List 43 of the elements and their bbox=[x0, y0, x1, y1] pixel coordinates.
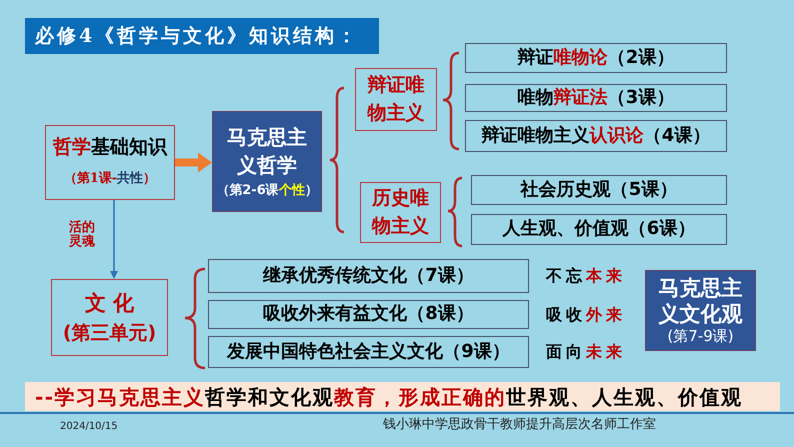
lesson-title: 继承优秀传统文化（7课） bbox=[263, 264, 474, 288]
slogan-text: 吸收外来 bbox=[546, 306, 626, 322]
title-banner: 必修4《哲学与文化》知识结构： bbox=[25, 18, 379, 54]
box-title: 文 化 bbox=[84, 290, 134, 316]
lesson-box bbox=[465, 43, 727, 73]
arrow bbox=[110, 200, 118, 279]
slogan-text: 面向未来 bbox=[546, 344, 626, 360]
lesson-title: 社会历史观（5课） bbox=[520, 178, 678, 202]
box-subtitle: （第2-6课个性） bbox=[216, 182, 318, 200]
heading-box bbox=[645, 270, 756, 351]
lesson-box bbox=[471, 214, 727, 245]
topic-box bbox=[51, 279, 168, 356]
box-title: 辩证唯物主义 bbox=[366, 72, 426, 126]
edge-label: 活的灵魂 bbox=[68, 220, 96, 250]
summary-text: --学习马克思主义哲学和文化观教育，形成正确的世界观、人生观、价值观 bbox=[35, 386, 743, 406]
box-title: 马克思主义哲学 bbox=[226, 124, 308, 179]
lesson-title: 发展中国特色社会主义文化（9课） bbox=[227, 340, 510, 364]
lesson-title: 人生观、价值观（6课） bbox=[502, 218, 696, 241]
lesson-box bbox=[208, 300, 529, 329]
box-subtitle: (第7-9课) bbox=[667, 327, 734, 346]
box-title: 马克思主义文化观 bbox=[658, 274, 744, 328]
lesson-title: 唯物辩证法（3课） bbox=[518, 86, 674, 110]
lesson-box bbox=[208, 259, 529, 293]
heading-box bbox=[212, 111, 322, 212]
box-title: 历史唯物主义 bbox=[370, 186, 430, 238]
lesson-title: 吸收外来有益文化（8课） bbox=[263, 303, 474, 326]
lesson-title: 辩证唯物论（2课） bbox=[518, 46, 674, 70]
box-subtitle: （第1课-共性） bbox=[64, 170, 156, 188]
footer-text: 钱小琳中学思政骨干教师提升高层次名师工作室 bbox=[383, 417, 656, 434]
date-text: 2024/10/15 bbox=[60, 421, 118, 434]
summary-banner bbox=[25, 382, 780, 411]
lesson-box bbox=[208, 336, 529, 368]
lesson-box bbox=[465, 84, 727, 112]
lesson-title: 辩证唯物主义认识论（4课） bbox=[482, 124, 710, 148]
topic-box bbox=[45, 125, 175, 200]
topic-box bbox=[360, 182, 441, 243]
topic-box bbox=[355, 68, 437, 131]
lesson-box bbox=[465, 120, 727, 152]
box-subtitle: (第三单元) bbox=[62, 322, 156, 346]
lesson-box bbox=[471, 175, 727, 205]
box-title: 哲学基础知识 bbox=[53, 136, 167, 160]
block-arrow bbox=[175, 152, 212, 172]
slogan-text: 不忘本来 bbox=[546, 268, 626, 284]
